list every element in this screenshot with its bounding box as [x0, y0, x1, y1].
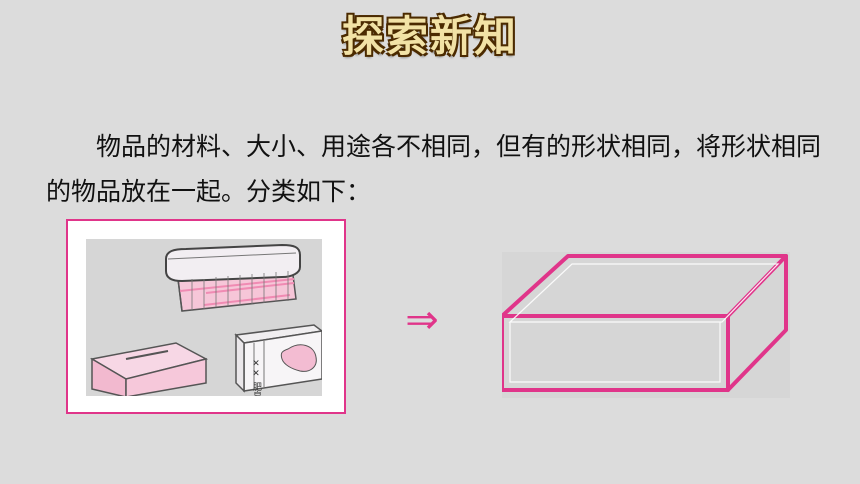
objects-image: ✕✕ 肥皂	[86, 239, 324, 400]
cuboid-shape-icon	[500, 254, 788, 392]
tissue-box-icon	[89, 342, 209, 398]
slide-title: 探索新知	[341, 12, 518, 61]
implies-arrow: ⇒	[405, 297, 439, 343]
cuboid-diagram	[500, 252, 790, 398]
objects-illustration: ✕✕ 肥皂	[89, 243, 324, 400]
objects-image-panel: ✕✕ 肥皂	[66, 219, 346, 414]
soap-label: ✕✕ 肥皂	[251, 359, 262, 396]
rectangular-box-icon	[165, 243, 301, 312]
soap-box-icon: ✕✕ 肥皂	[234, 324, 324, 400]
slide-paragraph: 物品的材料、大小、用途各不相同，但有的形状相同，将形状相同的物品放在一起。分类如…	[46, 132, 822, 206]
